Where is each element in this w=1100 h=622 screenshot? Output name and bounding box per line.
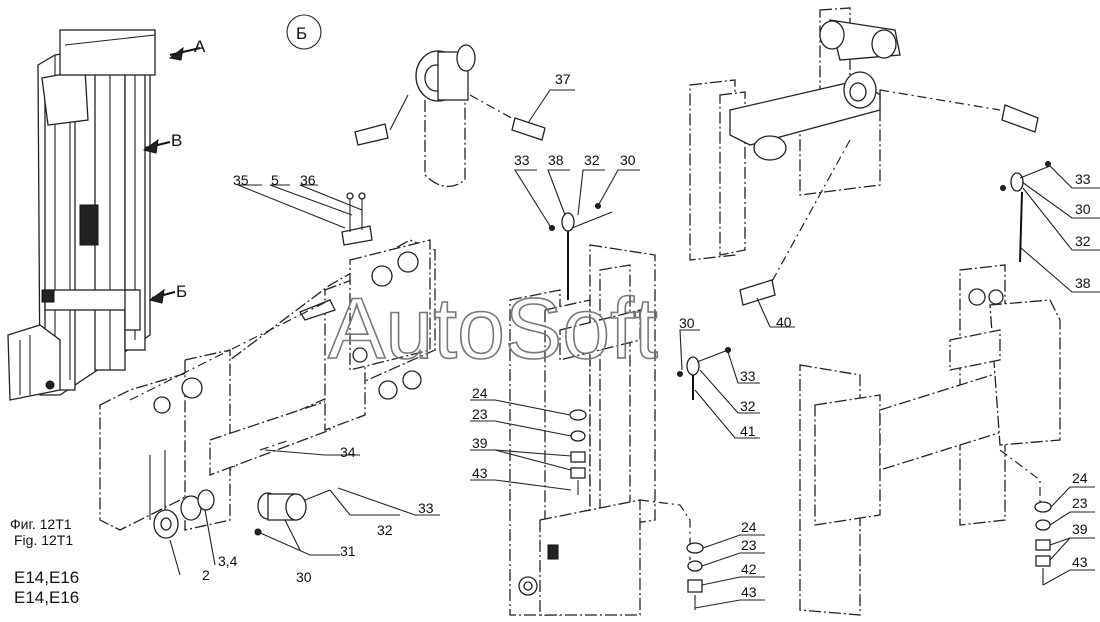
callout-40: 40 (776, 314, 792, 330)
watermark: AutoSoft (328, 281, 658, 377)
callout-43-centre: 43 (472, 465, 488, 481)
callout-33-centre: 33 (514, 152, 530, 168)
view-b-title: Б (296, 24, 307, 43)
callout-31: 31 (340, 543, 356, 559)
figure-caption: Фиг. 12Т1 Fig. 12T1 E14,E16 E14,E16 (10, 516, 79, 607)
callout-24-centre: 24 (472, 385, 488, 401)
callout-3-4: 3,4 (218, 553, 238, 569)
fork-carriage (99, 192, 436, 539)
mast-overview (7, 29, 201, 401)
caption-models-1: E14,E16 (14, 568, 79, 587)
arrow-v-label: В (171, 131, 182, 150)
callout-35: 35 (233, 172, 249, 188)
caption-models-2: E14,E16 (14, 588, 79, 607)
callout-30-left: 30 (296, 569, 312, 585)
callout-41: 41 (740, 423, 756, 439)
callout-32-rod41: 32 (740, 398, 756, 414)
callout-39-right: 39 (1072, 521, 1088, 537)
callout-38-right: 38 (1075, 275, 1091, 291)
callout-23-right: 23 (1072, 495, 1088, 511)
callout-38-centre: 38 (548, 152, 564, 168)
rod-38-right (1000, 161, 1051, 263)
arrow-b-label: Б (176, 282, 187, 301)
callout-30-right: 30 (1075, 201, 1091, 217)
callout-42: 42 (741, 561, 757, 577)
lower-right-assembly (799, 264, 1061, 616)
caption-fig-ru: Фиг. 12Т1 (10, 516, 72, 532)
cylinder-head-37 (354, 44, 546, 187)
callout-labels: 2 3,4 35 5 36 34 32 33 31 30 37 33 38 32… (202, 71, 1091, 600)
callout-30-rod41: 30 (679, 315, 695, 331)
callout-24-right: 24 (1072, 470, 1088, 486)
caption-fig-en: Fig. 12T1 (14, 532, 73, 548)
callout-33-rod41: 33 (740, 368, 756, 384)
callout-43-rod41: 43 (741, 584, 757, 600)
callout-32-left: 32 (377, 522, 393, 538)
callout-32-centre: 32 (584, 152, 600, 168)
callout-39-centre: 39 (472, 435, 488, 451)
callout-33-left: 33 (418, 500, 434, 516)
callout-37: 37 (555, 71, 571, 87)
callout-43-right: 43 (1072, 554, 1088, 570)
callout-34: 34 (340, 444, 356, 460)
rod-41 (677, 347, 731, 610)
callout-36: 36 (300, 172, 316, 188)
callout-23-rod41: 23 (741, 537, 757, 553)
leader-lines (169, 89, 1100, 609)
callout-30-centre: 30 (620, 152, 636, 168)
view-b-circle (286, 14, 322, 50)
callout-32-right: 32 (1075, 233, 1091, 249)
centre-mast (509, 203, 691, 616)
arrow-a-label: A (194, 37, 206, 56)
callout-33-right: 33 (1075, 171, 1091, 187)
callout-23-centre: 23 (472, 406, 488, 422)
callout-24-rod41: 24 (741, 519, 757, 535)
callout-5: 5 (271, 172, 279, 188)
callout-2: 2 (202, 567, 210, 583)
crosshead-top-right (689, 7, 1039, 306)
